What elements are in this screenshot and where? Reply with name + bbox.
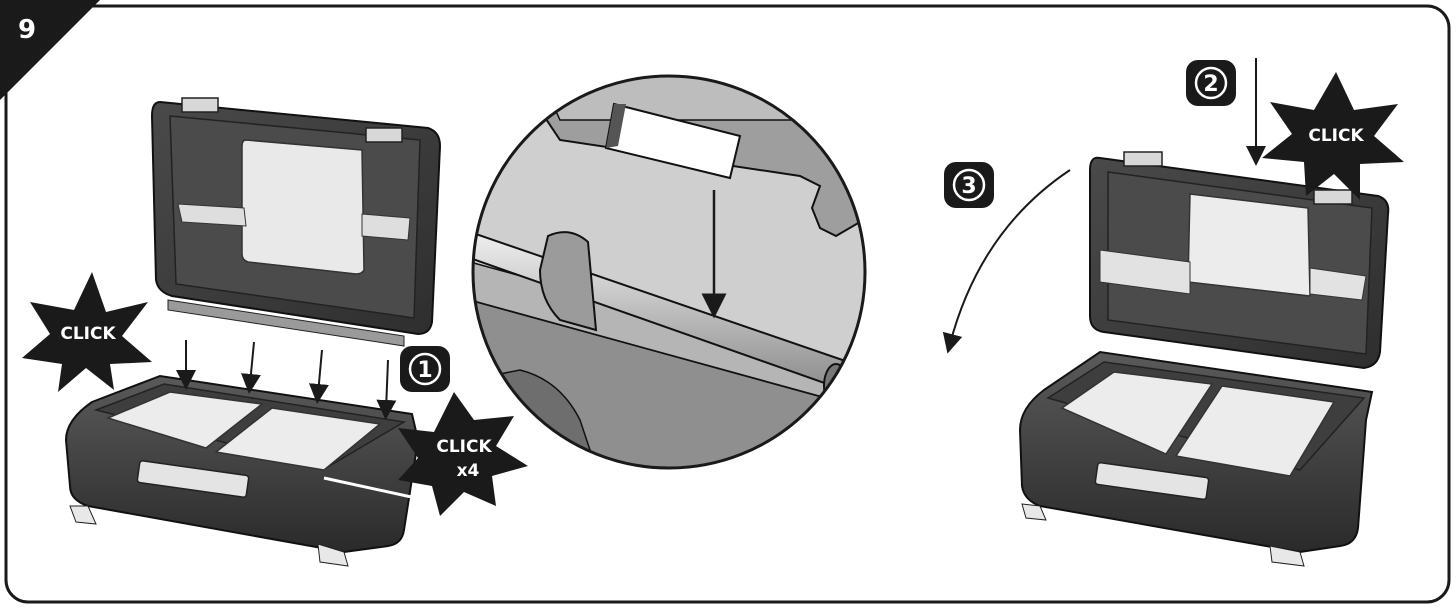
right-case-illustration (1018, 151, 1390, 567)
zoom-detail (471, 74, 867, 470)
badge-2-label: 2 (1203, 72, 1218, 97)
left-case-illustration (64, 97, 442, 567)
panel-frame (4, 4, 1451, 604)
badge-3-label: 3 (961, 174, 976, 199)
click-label-bottom-line1: CLICK (436, 437, 492, 457)
step-corner (0, 0, 100, 100)
click-label-bottom-line2: x4 (457, 461, 480, 481)
click-label-left: CLICK (60, 324, 116, 344)
insert-arrows (176, 340, 397, 420)
click-burst-bottom: CLICK x4 (398, 392, 528, 516)
step-number: 9 (18, 15, 36, 45)
click-burst-right: CLICK (1262, 72, 1404, 200)
step-badge-3: 3 (944, 162, 994, 208)
badge-1-label: 1 (417, 358, 432, 383)
step-badge-2: 2 (1186, 60, 1236, 106)
rotate-arrow (942, 169, 1071, 354)
click-label-right: CLICK (1308, 126, 1364, 146)
click-burst-left: CLICK (22, 272, 152, 392)
step-badge-1: 1 (400, 346, 450, 392)
